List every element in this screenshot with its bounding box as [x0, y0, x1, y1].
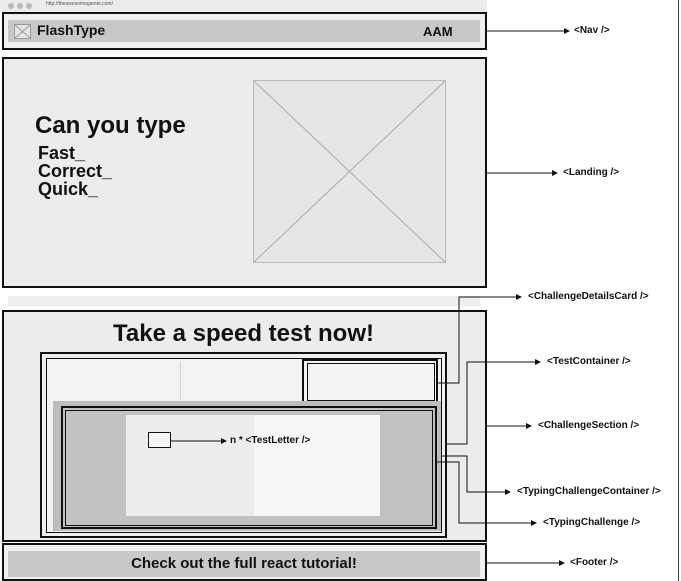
window-dot-minimize[interactable]: [17, 3, 23, 9]
hero-image-placeholder: [253, 80, 446, 263]
label-typing-challenge-component: <TypingChallenge />: [543, 517, 641, 528]
logo-image-placeholder[interactable]: [14, 24, 31, 39]
details-card-arrow: [438, 294, 522, 384]
footer-link-text[interactable]: Check out the full react tutorial!: [131, 555, 357, 572]
nav-right-label[interactable]: AAM: [423, 24, 453, 39]
typing-container-arrow: [441, 455, 511, 495]
nav-bar: [8, 20, 480, 42]
tagline-quick: Quick_: [38, 179, 99, 199]
image-placeholder-icon: [14, 24, 31, 39]
label-nav-component: <Nav />: [574, 25, 610, 36]
tagline-fast: Fast_: [38, 143, 86, 163]
window-dot-close[interactable]: [8, 3, 14, 9]
typing-challenge-arrow: [437, 461, 537, 526]
details-card-divider: [180, 362, 181, 400]
label-typing-challenge-container-component: <TypingChallengeContainer />: [517, 486, 661, 497]
image-placeholder-icon: [253, 80, 446, 263]
browser-chrome: [0, 0, 487, 12]
label-test-container-component: <TestContainer />: [547, 356, 631, 367]
landing-headline: Can you type: [35, 112, 186, 139]
typing-challenge-inner: [65, 410, 433, 526]
label-landing-component: <Landing />: [563, 167, 620, 178]
footer-bar: [8, 551, 480, 577]
challenge-details-card-inner: [307, 363, 435, 401]
section-gap: [8, 296, 480, 306]
label-challenge-section-component: <ChallengeSection />: [538, 420, 640, 431]
brand-name[interactable]: FlashType: [37, 22, 106, 38]
challenge-title: Take a speed test now!: [113, 320, 374, 347]
typing-text-area-left: [126, 415, 254, 516]
browser-url[interactable]: http://theawesomegamer.com/: [46, 1, 113, 7]
label-challenge-details-card-component: <ChallengeDetailsCard />: [528, 291, 649, 302]
window-dot-maximize[interactable]: [26, 3, 32, 9]
tagline-correct: Correct_: [38, 161, 113, 181]
page-right-edge: [678, 0, 679, 581]
test-letter-label: n * <TestLetter />: [230, 435, 311, 446]
label-footer-component: <Footer />: [570, 557, 619, 568]
test-letter-box[interactable]: [148, 432, 171, 448]
test-container-arrow: [447, 359, 541, 445]
